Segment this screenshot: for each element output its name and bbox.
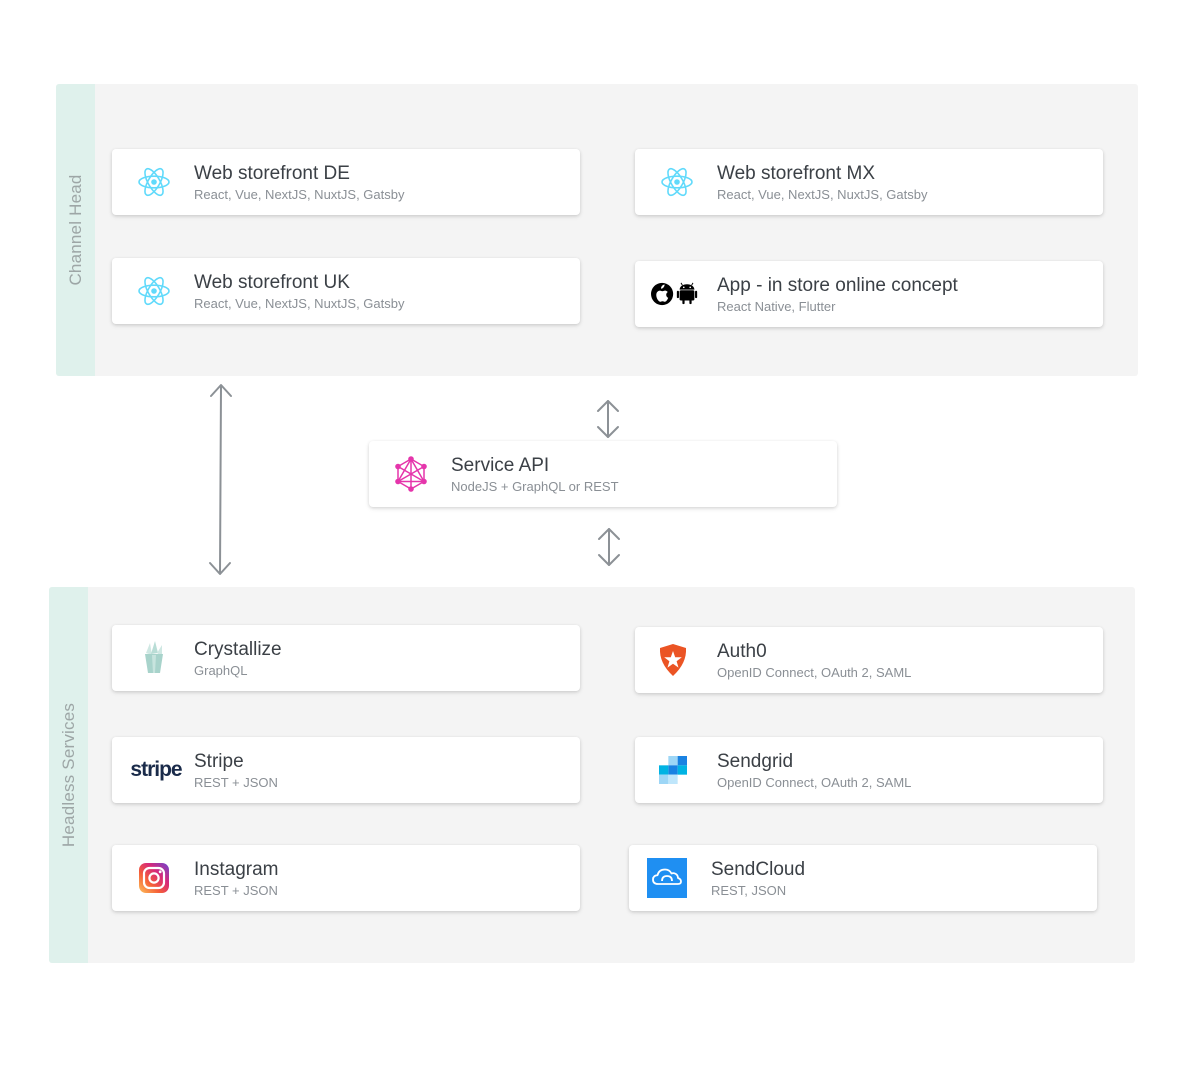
service-api-up-arrow <box>597 400 619 438</box>
card-subtitle: REST + JSON <box>194 775 278 790</box>
channel-head-panel: Channel Head <box>56 84 1138 376</box>
service-api-down-arrow <box>598 528 620 566</box>
card-instagram[interactable]: Instagram REST + JSON <box>112 845 580 911</box>
card-title: App - in store online concept <box>717 275 958 296</box>
react-icon <box>130 271 178 311</box>
card-subtitle: React Native, Flutter <box>717 299 836 314</box>
card-title: Stripe <box>194 751 244 772</box>
card-title: Web storefront DE <box>194 163 350 184</box>
card-title: Service API <box>451 455 550 476</box>
stripe-icon: stripe <box>126 750 186 790</box>
react-icon <box>653 162 701 202</box>
sendgrid-icon <box>649 750 697 790</box>
card-subtitle: OpenID Connect, OAuth 2, SAML <box>717 665 912 680</box>
card-title: SendCloud <box>711 859 806 880</box>
card-subtitle: React, Vue, NextJS, NuxtJS, Gatsby <box>194 296 405 311</box>
graphql-icon <box>387 454 435 494</box>
instagram-icon <box>130 858 178 898</box>
card-title: Web storefront UK <box>194 272 350 293</box>
stripe-logo-text: stripe <box>130 758 182 781</box>
react-icon <box>130 162 178 202</box>
card-web-storefront-mx[interactable]: Web storefront MX React, Vue, NextJS, Nu… <box>635 149 1103 215</box>
auth0-icon <box>649 640 697 680</box>
card-title: Instagram <box>194 859 279 880</box>
apple-android-icon <box>651 274 699 314</box>
headless-services-label: Headless Services <box>58 702 78 848</box>
card-web-storefront-uk[interactable]: Web storefront UK React, Vue, NextJS, Nu… <box>112 258 580 324</box>
card-subtitle: GraphQL <box>194 663 248 678</box>
headless-services-label-strip: Headless Services <box>49 587 88 963</box>
card-service-api[interactable]: Service API NodeJS + GraphQL or REST <box>369 441 837 507</box>
card-title: Crystallize <box>194 639 282 660</box>
card-web-storefront-de[interactable]: Web storefront DE React, Vue, NextJS, Nu… <box>112 149 580 215</box>
card-crystallize[interactable]: Crystallize GraphQL <box>112 625 580 691</box>
card-subtitle: React, Vue, NextJS, NuxtJS, Gatsby <box>194 187 405 202</box>
card-app-in-store[interactable]: App - in store online concept React Nati… <box>635 261 1103 327</box>
card-sendcloud[interactable]: SendCloud REST, JSON <box>629 845 1097 911</box>
long-bidirectional-arrow <box>209 384 232 575</box>
channel-head-label: Channel Head <box>65 174 85 286</box>
card-subtitle: REST, JSON <box>711 883 787 898</box>
card-subtitle: OpenID Connect, OAuth 2, SAML <box>717 775 912 790</box>
card-subtitle: NodeJS + GraphQL or REST <box>451 479 619 494</box>
card-stripe[interactable]: stripe Stripe REST + JSON <box>112 737 580 803</box>
card-title: Sendgrid <box>717 751 794 772</box>
card-subtitle: React, Vue, NextJS, NuxtJS, Gatsby <box>717 187 928 202</box>
card-subtitle: REST + JSON <box>194 883 278 898</box>
sendcloud-icon <box>643 858 691 898</box>
channel-head-label-strip: Channel Head <box>56 84 95 376</box>
crystallize-icon <box>130 638 178 678</box>
card-auth0[interactable]: Auth0 OpenID Connect, OAuth 2, SAML <box>635 627 1103 693</box>
card-title: Auth0 <box>717 641 767 662</box>
card-sendgrid[interactable]: Sendgrid OpenID Connect, OAuth 2, SAML <box>635 737 1103 803</box>
card-title: Web storefront MX <box>717 163 876 184</box>
